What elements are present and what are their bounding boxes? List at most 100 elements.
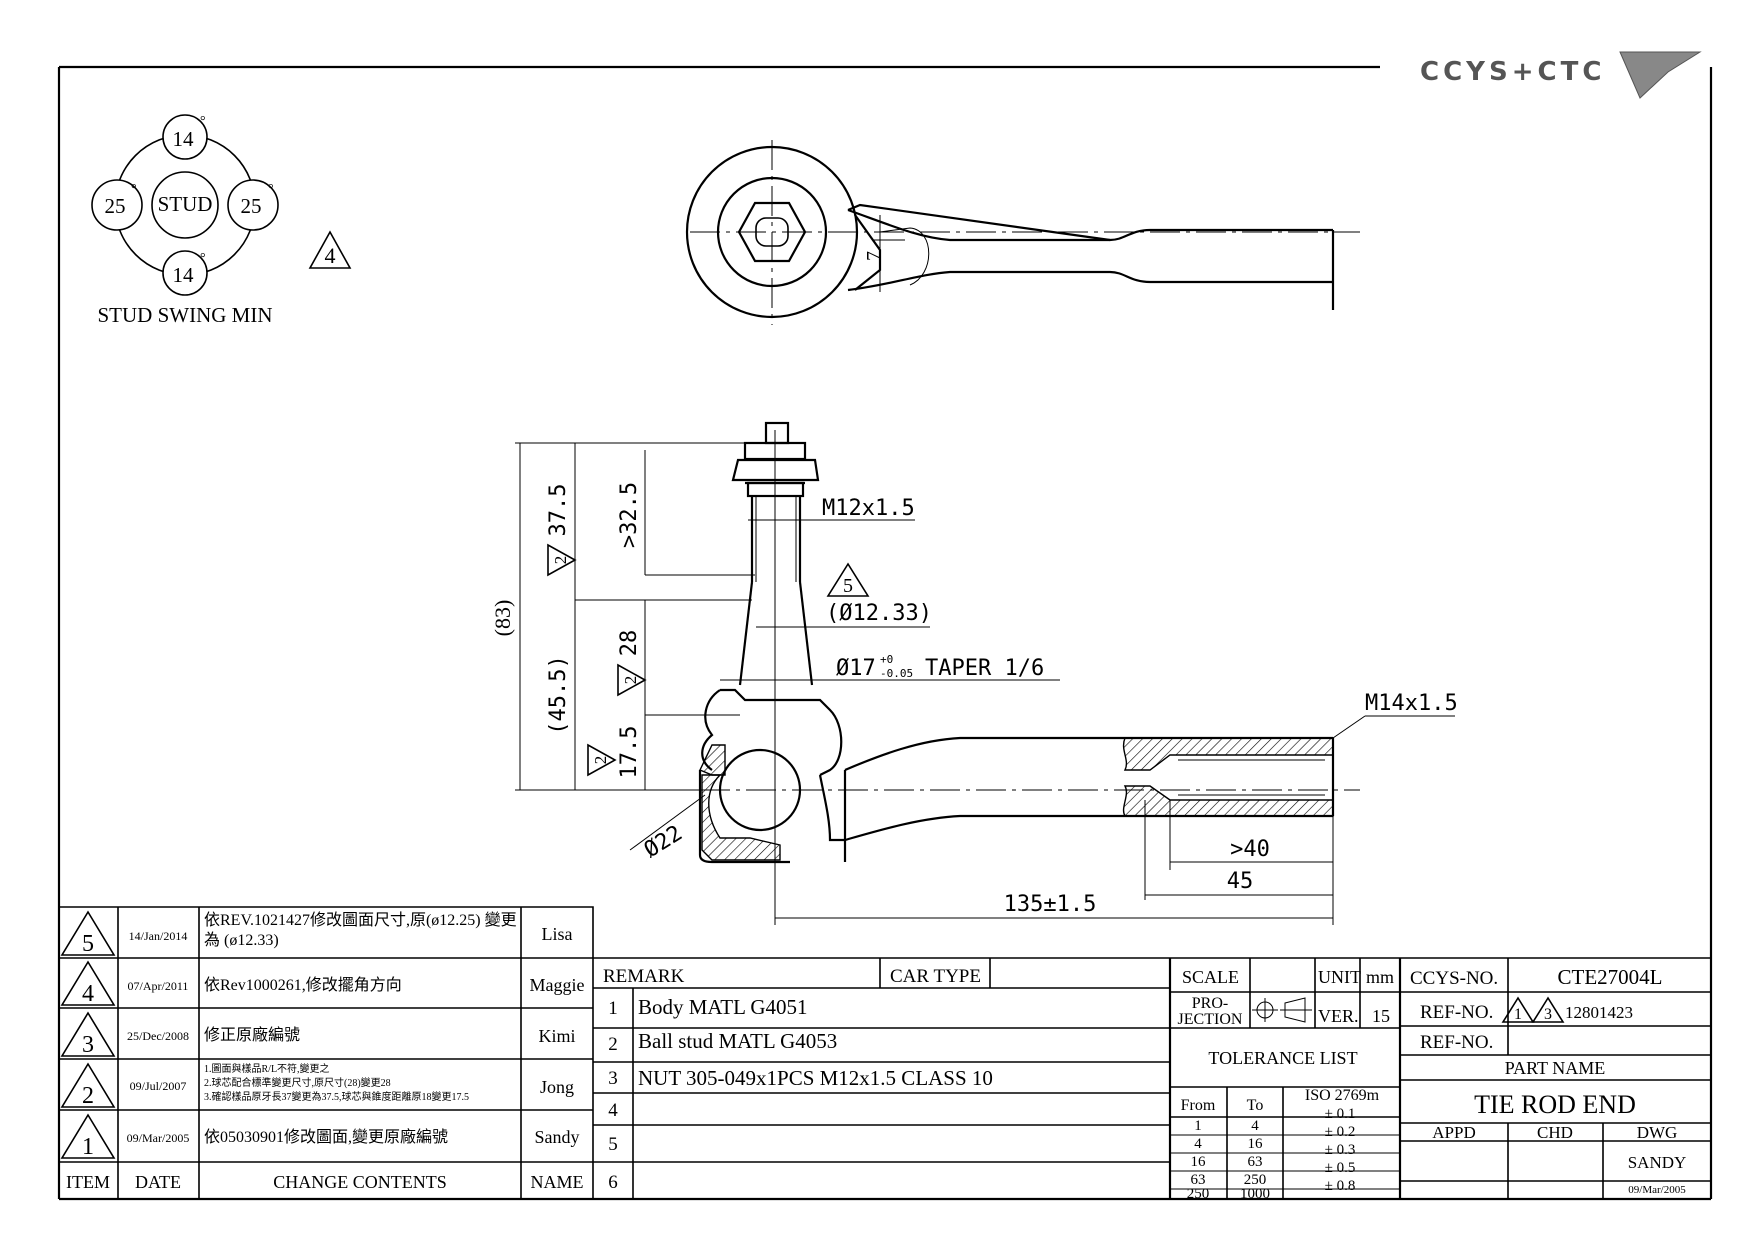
taper-label: TAPER 1/6 — [925, 656, 1044, 681]
remark-no: 3 — [608, 1068, 618, 1089]
rev-header-item: ITEM — [66, 1172, 110, 1192]
rev-content-line: 2.球芯配合標準變更尺寸,原尺寸(28)變更28 — [204, 1076, 391, 1089]
rev-date: 25/Dec/2008 — [127, 1029, 189, 1043]
top-dim-7: 7 — [863, 251, 885, 261]
rev-item: 2 — [82, 1083, 94, 1109]
tol-from: 250 — [1187, 1186, 1210, 1202]
remark-no: 4 — [608, 1100, 618, 1121]
triangle-2-b: 2 — [621, 676, 640, 685]
rev-item: 4 — [82, 981, 94, 1007]
tol-to: 63 — [1248, 1154, 1263, 1170]
rev-name: Sandy — [535, 1127, 580, 1147]
rev-date: 09/Jul/2007 — [130, 1079, 187, 1093]
appd-label: APPD — [1432, 1123, 1475, 1142]
remark-no: 1 — [608, 998, 618, 1019]
swing-top-value: 14 — [173, 127, 195, 151]
degree-mark: ° — [200, 114, 206, 129]
chd-label: CHD — [1537, 1123, 1573, 1142]
title-block: SCALE UNIT mm PRO- JECTION VER. 15 TOLER… — [1170, 958, 1711, 1202]
rev-content: 依05030901修改圖面,變更原廠編號 — [204, 1127, 448, 1146]
remark-text: Body MATL G4051 — [638, 995, 808, 1019]
tol-value: ± 0.5 — [1325, 1160, 1356, 1176]
rev-row: 5 14/Jan/2014 依REV.1021427修改圖面尺寸,原(ø12.2… — [60, 910, 573, 957]
triangle-2-a: 2 — [551, 556, 570, 565]
stud-swing-diagram: STUD 14 14 25 25 ° ° ° ° STUD SWING MIN — [91, 114, 279, 327]
remark-header: REMARK — [603, 966, 685, 987]
rev-name: Lisa — [542, 924, 573, 944]
stud-circle — [151, 171, 219, 239]
projection-label: JECTION — [1178, 1011, 1243, 1028]
dim-45-5: (45.5) — [546, 655, 571, 734]
projection-symbol-icon — [1252, 997, 1312, 1023]
remark-table: REMARK CAR TYPE 1 Body MATL G4051 2 Ball… — [593, 957, 1711, 1199]
swing-right-value: 25 — [241, 194, 262, 218]
rev-date: 14/Jan/2014 — [129, 929, 188, 943]
swing-left-value: 25 — [105, 194, 126, 218]
ccys-value: CTE27004L — [1558, 965, 1663, 989]
tol-value: ± 0.1 — [1325, 1106, 1356, 1122]
ver-label: VER. — [1318, 1006, 1359, 1026]
company-logo: CCYS+CTC — [1420, 51, 1702, 99]
rev-name: Kimi — [538, 1026, 575, 1046]
rev-row: 2 09/Jul/2007 1.圖面與樣品R/L不符,變更之 2.球芯配合標準變… — [60, 1062, 574, 1109]
rev-row: 1 09/Mar/2005 依05030901修改圖面,變更原廠編號 Sandy — [60, 1113, 580, 1160]
rev-row: 3 25/Dec/2008 修正原廠編號 Kimi — [60, 1011, 576, 1058]
rev-row: 4 07/Apr/2011 依Rev1000261,修改擺角方向 Maggie — [60, 960, 585, 1007]
rev-date: 07/Apr/2011 — [128, 979, 189, 993]
remark-text: NUT 305-049x1PCS M12x1.5 CLASS 10 — [638, 1066, 993, 1090]
tol-value: ± 0.8 — [1325, 1178, 1356, 1194]
swing-center-label: STUD — [158, 192, 213, 216]
revision-marker-label: 4 — [325, 243, 336, 268]
rev-content: 為 (ø12.33) — [204, 931, 279, 949]
stud-swing-caption: STUD SWING MIN — [98, 303, 273, 327]
rev-date: 09/Mar/2005 — [127, 1131, 190, 1145]
dwg-date: 09/Mar/2005 — [1628, 1184, 1686, 1196]
logo-text: CCYS+CTC — [1420, 57, 1605, 87]
taper-tol-upper: +0 — [880, 653, 893, 666]
dim-32-5: >32.5 — [617, 482, 642, 548]
part-name: TIE ROD END — [1474, 1090, 1636, 1119]
swing-top-circle — [162, 114, 208, 160]
tol-from-header: From — [1181, 1097, 1216, 1114]
dim-135: 135±1.5 — [1004, 892, 1097, 917]
swing-left-circle — [91, 179, 143, 231]
remark-no: 2 — [608, 1034, 618, 1055]
swing-right-circle — [227, 179, 279, 231]
dia-12-33: (Ø12.33) — [826, 601, 932, 626]
dim-40: >40 — [1230, 837, 1270, 862]
rev-content: 依REV.1021427修改圖面尺寸,原(ø12.25) 變更 — [204, 911, 517, 929]
side-view: (83) 37.5 (45.5) >32.5 28 17.5 2 2 2 M12… — [490, 421, 1458, 925]
dim-83: (83) — [490, 600, 515, 637]
swing-bottom-circle — [162, 250, 208, 296]
triangle-2-c: 2 — [591, 756, 610, 765]
rev-header-content: CHANGE CONTENTS — [273, 1172, 447, 1192]
taper-dia: Ø17 — [836, 656, 876, 681]
remark-text: Ball stud MATL G4053 — [638, 1029, 837, 1053]
degree-mark: ° — [268, 182, 274, 197]
remark-no: 5 — [608, 1134, 618, 1155]
ref1-label: REF-NO. — [1420, 1002, 1493, 1023]
rev-item: 1 — [82, 1134, 94, 1160]
swing-bottom-value: 14 — [173, 263, 195, 287]
tol-to: 16 — [1248, 1136, 1264, 1152]
tol-from: 63 — [1191, 1172, 1206, 1188]
ref1-triangle-b: 3 — [1544, 1006, 1552, 1023]
dim-28: 28 — [617, 630, 642, 657]
unit-value: mm — [1366, 967, 1394, 987]
rev-content-line: 3.確認樣品原牙長37變更為37.5,球芯與錐度距離原18變更17.5 — [204, 1090, 469, 1103]
unit-label: UNIT — [1318, 967, 1361, 987]
degree-mark: ° — [200, 251, 206, 266]
tol-value: ± 0.3 — [1325, 1142, 1356, 1158]
ref2-label: REF-NO. — [1420, 1032, 1493, 1053]
rev-item: 3 — [82, 1032, 94, 1058]
ver-value: 15 — [1372, 1006, 1390, 1026]
tol-value: ± 0.2 — [1325, 1124, 1356, 1140]
drawing-frame — [57, 65, 1713, 1201]
dwg-name: SANDY — [1628, 1153, 1687, 1172]
dia-22: Ø22 — [640, 821, 687, 863]
rev-content: 依Rev1000261,修改擺角方向 — [204, 976, 402, 994]
tol-from: 16 — [1191, 1154, 1207, 1170]
top-view: 7 — [685, 140, 1360, 325]
dwg-label: DWG — [1637, 1123, 1678, 1142]
